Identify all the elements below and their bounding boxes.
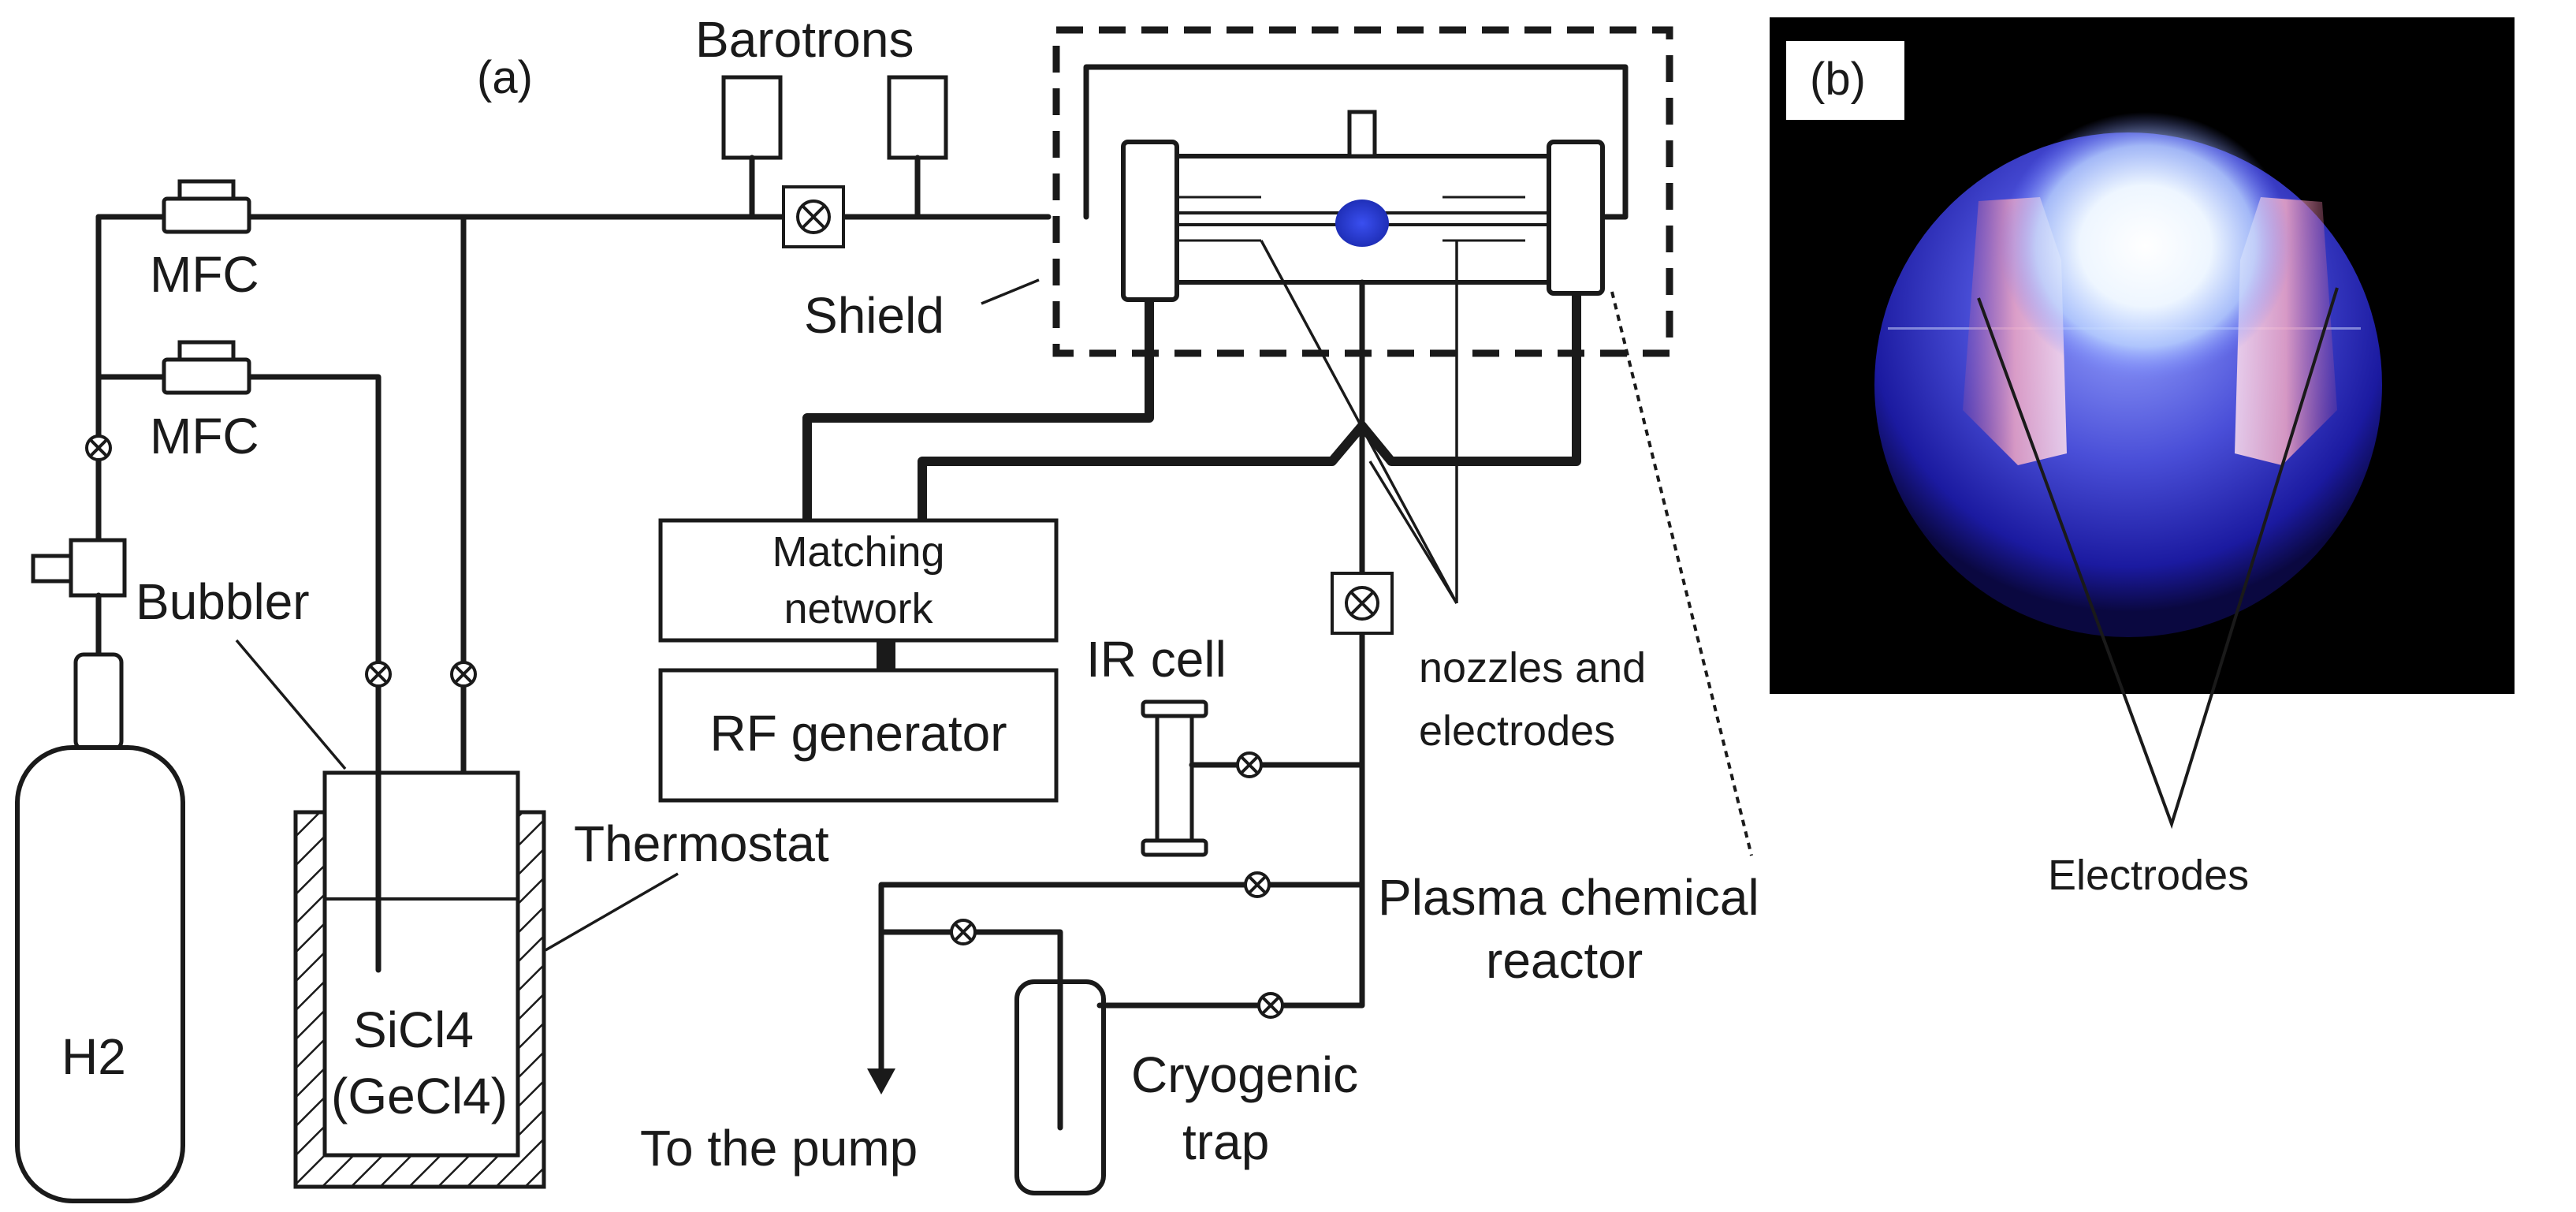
plasma-core (2000, 112, 2291, 380)
regulator-icon (31, 538, 127, 658)
valve-icon (1244, 871, 1271, 898)
valve-icon (85, 434, 112, 461)
rf-lead-left (802, 300, 1154, 520)
mfc-bottom (162, 340, 251, 395)
mfc-top (162, 179, 251, 234)
nozzles-label-2: electrodes (1419, 707, 1615, 755)
rf-lead-right (918, 293, 1581, 520)
matching-network-label-2: network (784, 585, 933, 632)
reactor-leader (1610, 291, 1753, 856)
plasma-blob (1335, 200, 1389, 247)
connector (877, 640, 895, 670)
cryogenic-label-2: trap (1182, 1113, 1269, 1170)
ir-cell-label: IR cell (1086, 631, 1227, 688)
gecl4-label: (GeCl4) (331, 1068, 508, 1124)
rf-generator-label: RF generator (709, 705, 1007, 762)
to-the-pump-label: To the pump (640, 1120, 918, 1177)
barotron-left (721, 75, 783, 220)
cryogenic-label-1: Cryogenic (1131, 1046, 1358, 1103)
valve-icon (1236, 751, 1263, 778)
pump-line (878, 882, 1365, 1076)
panel-b-label: (b) (1810, 54, 1866, 105)
barotron-right (887, 75, 948, 220)
panel-a-label: (a) (477, 52, 533, 103)
electrodes-leader (1977, 287, 2339, 830)
valve-icon (950, 919, 977, 945)
exhaust-line (1096, 279, 1365, 1009)
cryogenic-trap (1014, 979, 1106, 1195)
valve-icon (365, 661, 392, 688)
nozzle-leader-2 (1368, 461, 1458, 604)
bubbler-leader (235, 639, 347, 770)
valve-icon (1257, 992, 1284, 1019)
panel-a: (a) MFC MFC (15, 11, 1759, 1203)
matching-network-label-1: Matching (772, 528, 944, 576)
matching-network-box (658, 518, 1059, 643)
electrodes-label: Electrodes (2048, 852, 2249, 899)
h2-label: H2 (61, 1028, 126, 1085)
rf-generator-box (658, 668, 1059, 803)
mfc-top-label: MFC (150, 246, 259, 303)
ir-cell (1141, 699, 1365, 857)
arrow-down-icon (867, 1068, 895, 1095)
valve-boxed-icon (1331, 572, 1394, 635)
thermostat (293, 770, 546, 1189)
bubbler-label: Bubbler (136, 573, 310, 630)
shield-leader (981, 278, 1040, 305)
shield-label: Shield (804, 287, 944, 344)
panel-b: (b) Electrodes (1770, 17, 2515, 899)
valve-icon (450, 661, 477, 688)
thermostat-label: Thermostat (574, 815, 829, 872)
nozzle-leader (1260, 240, 1458, 604)
trap-line (878, 929, 1063, 1131)
valve-boxed-icon (782, 185, 845, 248)
plasma-reactor (1083, 64, 1629, 302)
sicl4-label: SiCl4 (353, 1001, 474, 1058)
h2-cylinder (15, 652, 185, 1203)
reactor-label-2: reactor (1486, 932, 1643, 989)
reactor-label-1: Plasma chemical (1378, 869, 1759, 926)
nozzles-label-1: nozzles and (1419, 644, 1646, 692)
thermostat-leader (545, 872, 679, 952)
barotrons-label: Barotrons (695, 11, 914, 68)
mfc-bottom-label: MFC (150, 408, 259, 464)
panel-b-label-box (1786, 41, 1904, 120)
